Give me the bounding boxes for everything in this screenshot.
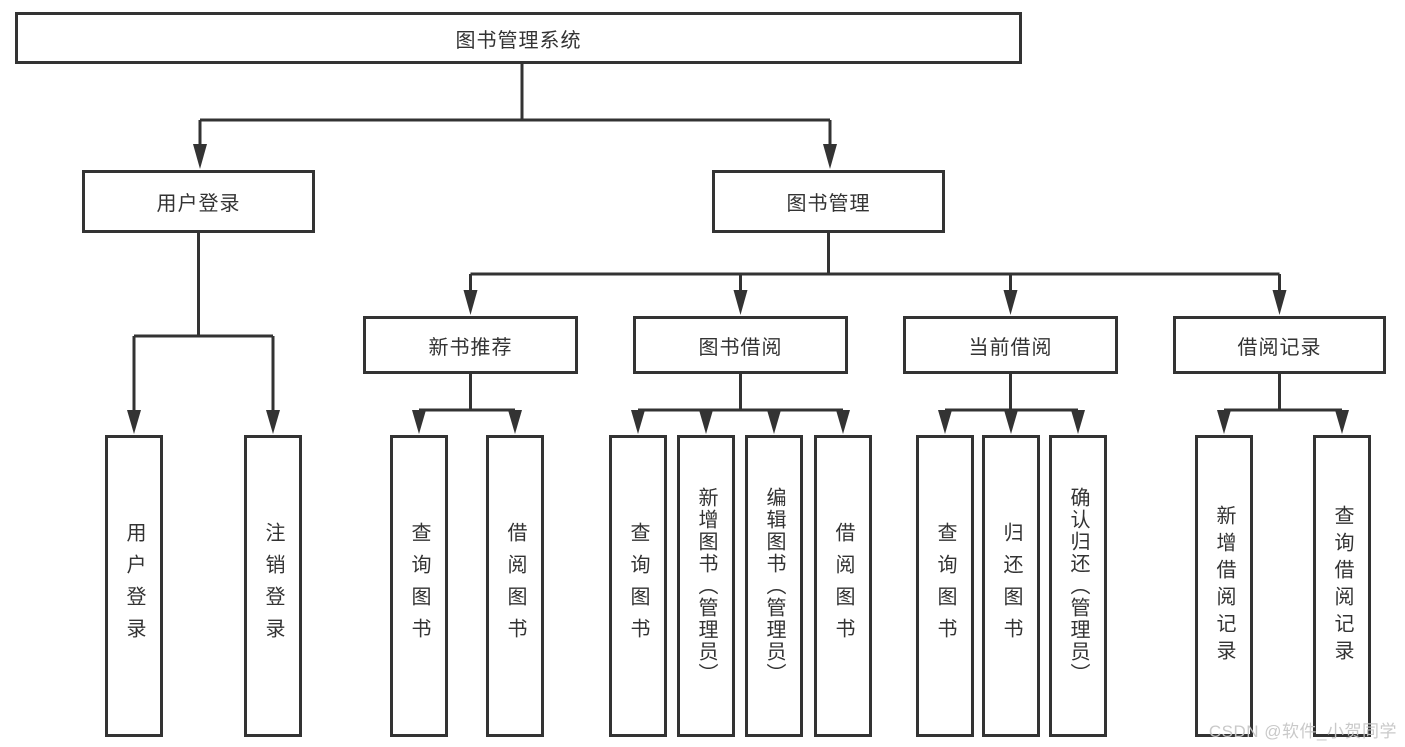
node-current-borrow: 当前借阅 xyxy=(903,316,1118,374)
node-new-book-recommend: 新书推荐 xyxy=(363,316,578,374)
node-root-system: 图书管理系统 xyxy=(15,12,1022,64)
node-leaf-query-book-recommend: 查询图书 xyxy=(390,435,448,737)
arrowhead-icons xyxy=(127,144,1349,434)
node-leaf-borrow-book: 借阅图书 xyxy=(814,435,872,737)
node-leaf-logout: 注销登录 xyxy=(244,435,302,737)
csdn-watermark: CSDN @软件_小贺同学 xyxy=(1208,722,1397,741)
node-leaf-add-book-admin: 新增图书（管理员） xyxy=(677,435,735,737)
node-leaf-query-book-current: 查询图书 xyxy=(916,435,974,737)
node-leaf-add-borrow-record: 新增借阅记录 xyxy=(1195,435,1253,737)
node-leaf-query-borrow-record: 查询借阅记录 xyxy=(1313,435,1371,737)
node-leaf-return-book: 归还图书 xyxy=(982,435,1040,737)
node-borrow-records: 借阅记录 xyxy=(1173,316,1386,374)
node-leaf-query-book-borrow: 查询图书 xyxy=(609,435,667,737)
node-leaf-borrow-book-recommend: 借阅图书 xyxy=(486,435,544,737)
node-leaf-edit-book-admin: 编辑图书（管理员） xyxy=(745,435,803,737)
node-user-login-branch: 用户登录 xyxy=(82,170,315,233)
node-leaf-confirm-return-admin: 确认归还（管理员） xyxy=(1049,435,1107,737)
node-book-borrow: 图书借阅 xyxy=(633,316,848,374)
node-leaf-user-login: 用户登录 xyxy=(105,435,163,737)
node-book-management-branch: 图书管理 xyxy=(712,170,945,233)
